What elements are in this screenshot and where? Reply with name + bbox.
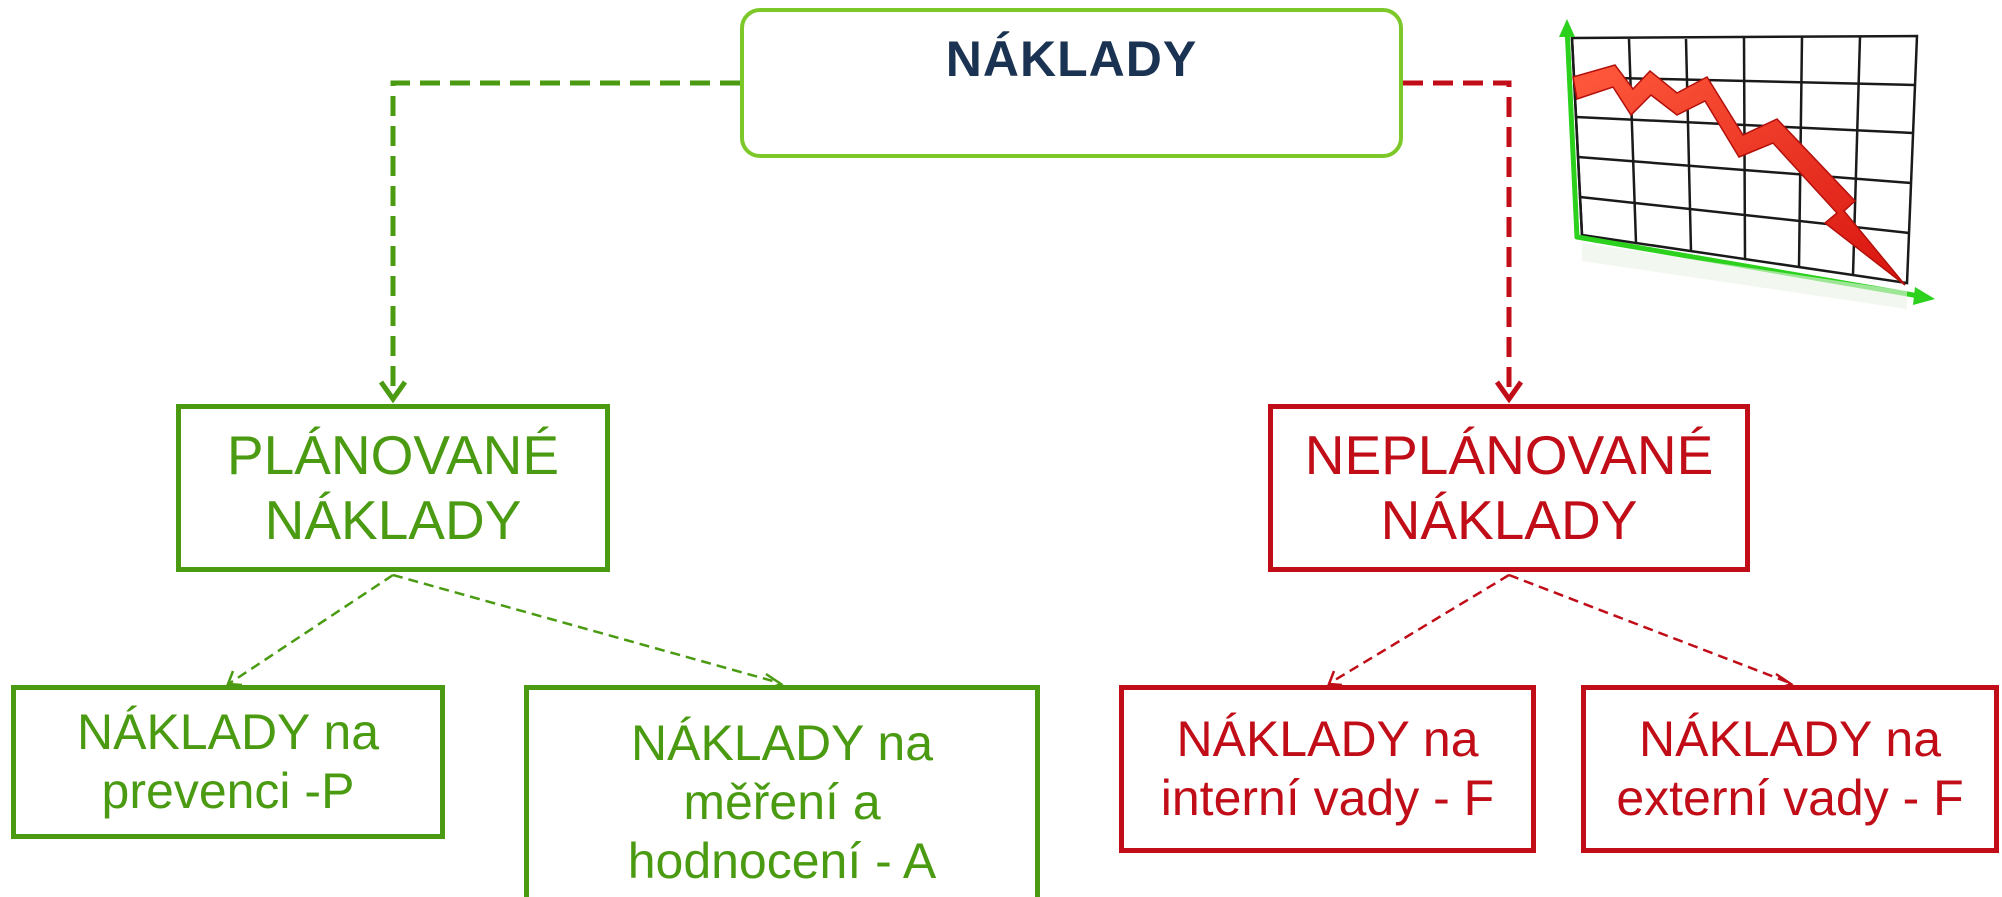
chart-reflection <box>1582 243 1907 309</box>
root-label: NÁKLADY <box>945 31 1198 87</box>
external-failure-line-2: externí vady - F <box>1616 770 1964 826</box>
arrowhead-internal <box>1327 670 1343 687</box>
chart-axis-arrow-right <box>1913 287 1935 305</box>
declining-chart-icon <box>1559 19 1935 309</box>
external-failure-line-1: NÁKLADY na <box>1638 711 1942 767</box>
prevention-costs-line-2: prevenci -P <box>101 763 355 819</box>
external-failure-costs-node: NÁKLADY na externí vady - F <box>1581 685 1999 853</box>
internal-failure-line-2: interní vady - F <box>1160 770 1495 826</box>
appraisal-costs-node: NÁKLADY na měření a hodnocení - A <box>524 685 1040 897</box>
chart-axis-arrow-up <box>1559 19 1575 37</box>
prevention-costs-line-1: NÁKLADY na <box>76 704 380 760</box>
appraisal-costs-line-1: NÁKLADY na <box>630 715 934 771</box>
unplanned-costs-node: NEPLÁNOVANÉ NÁKLADY <box>1268 404 1750 572</box>
connector-unplanned-external <box>1508 573 1791 685</box>
unplanned-costs-line-2: NÁKLADY <box>1380 489 1638 551</box>
planned-costs-line-2: NÁKLADY <box>264 489 522 551</box>
arrowhead-unplanned <box>1494 380 1524 404</box>
appraisal-costs-line-3: hodnocení - A <box>627 833 937 889</box>
connector-unplanned-internal <box>1329 573 1510 685</box>
planned-costs-node: PLÁNOVANÉ NÁKLADY <box>176 404 610 572</box>
internal-failure-costs-node: NÁKLADY na interní vady - F <box>1119 685 1536 853</box>
connector-root-unplanned <box>1403 80 1512 390</box>
connector-planned-prevention <box>229 573 394 685</box>
prevention-costs-node: NÁKLADY na prevenci -P <box>11 685 445 839</box>
internal-failure-line-1: NÁKLADY na <box>1176 711 1479 767</box>
connector-root-planned <box>390 80 740 390</box>
falling-arrow <box>1572 64 1906 286</box>
arrowhead-planned <box>378 380 408 404</box>
root-node: NÁKLADY <box>740 8 1403 158</box>
arrowhead-prevention <box>226 670 243 687</box>
unplanned-costs-line-1: NEPLÁNOVANÉ <box>1304 424 1714 487</box>
connector-planned-appraisal <box>392 573 781 685</box>
appraisal-costs-line-2: měření a <box>683 774 881 830</box>
planned-costs-line-1: PLÁNOVANÉ <box>226 424 560 487</box>
